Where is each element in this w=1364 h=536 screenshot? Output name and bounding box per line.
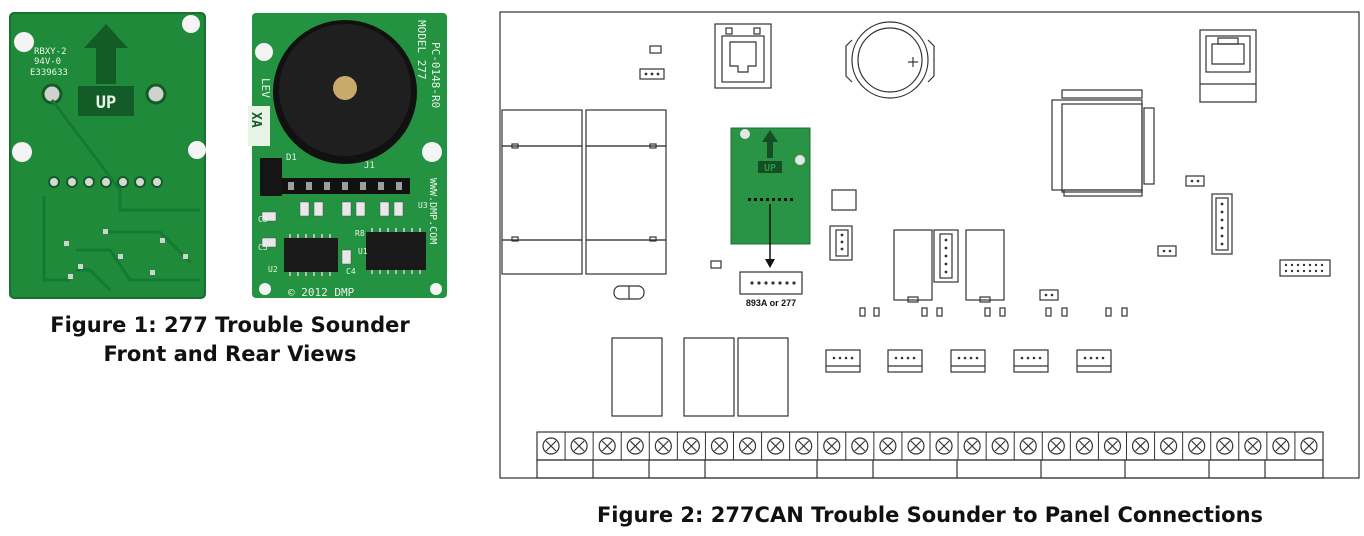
terminal-screw-icon [845, 432, 869, 460]
rear-up-label: UP [96, 93, 116, 113]
front-ref: C5 [258, 243, 268, 252]
terminal-screw-icon [1238, 432, 1262, 460]
sounder-module: UP [730, 127, 811, 245]
terminal-screw-icon [733, 432, 757, 460]
up-arrow-icon [762, 130, 778, 158]
header-label: 893A or 277 [746, 298, 796, 308]
rear-silkscreen-line: E339633 [30, 68, 68, 78]
processor-chip [1051, 89, 1155, 197]
terminal-screw-icon [873, 432, 897, 460]
terminal-screw-icon [1182, 432, 1206, 460]
terminal-screw-icon [985, 432, 1009, 460]
mounting-hole [255, 43, 273, 61]
right-header [1039, 175, 1331, 301]
front-ref: C4 [346, 267, 356, 276]
figure-2-caption: Figure 2: 277CAN Trouble Sounder to Pane… [596, 503, 1264, 527]
coin-battery-icon [845, 21, 935, 99]
terminal-screw-icon [564, 432, 588, 460]
terminal-screw-icon [648, 432, 672, 460]
mounting-hole [14, 32, 34, 52]
front-rev: XA [248, 112, 263, 128]
terminal-screw-icon [676, 432, 700, 460]
front-model: MODEL 277 [415, 20, 428, 80]
terminal-screw-icon [1041, 432, 1065, 460]
figure-1-caption-line2: Front and Rear Views [103, 342, 357, 366]
left-relay-blocks [501, 109, 667, 275]
mounting-hole [430, 283, 442, 295]
rear-silkscreen-line: RBXY-2 [34, 47, 67, 57]
front-d1: D1 [286, 153, 297, 163]
front-r8: R8 [355, 229, 365, 238]
sounder-photos: RBXY-2 94V-0 E339633 UP [9, 12, 447, 299]
vertical-header [829, 225, 853, 261]
pad-pairs [859, 307, 1128, 317]
phone-jack-icon [714, 23, 772, 89]
figure-1-caption: Figure 1: 277 Trouble Sounder Front and … [20, 311, 440, 369]
terminal-screw-icon [817, 432, 841, 460]
terminal-screw-icon [704, 432, 729, 460]
terminal-screw-icon [592, 432, 616, 460]
terminal-screw-icon [1154, 432, 1178, 460]
jumper-oval [613, 285, 645, 300]
ic-chip [284, 238, 338, 272]
four-pin-headers [825, 349, 1112, 373]
terminal-screw-icon [957, 432, 981, 460]
rear-view-board: RBXY-2 94V-0 E339633 UP [9, 12, 206, 299]
front-url: WWW.DMP.COM [427, 178, 438, 244]
terminal-screw-icon [1097, 432, 1122, 460]
front-ref: C3 [258, 215, 268, 224]
sounder-header [739, 271, 803, 295]
terminal-screw-icon [789, 432, 813, 460]
terminal-screw-icon [761, 432, 785, 460]
terminal-screw-icon [1266, 432, 1290, 460]
diode [260, 158, 282, 196]
terminal-screw-icon [1294, 432, 1318, 460]
front-ref: U1 [358, 247, 368, 256]
bottom-relays [611, 337, 789, 417]
network-jack-icon [1199, 29, 1257, 103]
ic-chip [366, 232, 426, 270]
front-copyright: © 2012 DMP [288, 286, 355, 299]
rear-pin-row [48, 176, 163, 188]
front-ref: U2 [268, 265, 278, 274]
front-ref: U3 [418, 201, 428, 210]
panel-outline [499, 11, 1360, 479]
terminal-screw-icon [1126, 432, 1150, 460]
relay-block [893, 229, 1005, 303]
rear-silkscreen-line: 94V-0 [34, 57, 61, 67]
terminal-screw-icon [1210, 432, 1234, 460]
front-j1: J1 [364, 161, 375, 171]
mounting-hole [182, 15, 200, 33]
up-arrow-icon [84, 24, 128, 84]
front-lev: LEV [259, 78, 272, 98]
mounting-hole [259, 283, 271, 295]
mounting-hole [422, 142, 442, 162]
terminal-screw-icon [901, 432, 925, 460]
terminal-strip [536, 431, 1324, 479]
front-view-board: MODEL 277 PC-0148-R0 LEV XA WWW.DMP.COM … [248, 13, 447, 299]
terminal-screw-icon [542, 437, 560, 455]
terminal-screw-icon [929, 432, 953, 460]
module-up-label: UP [764, 163, 776, 174]
terminal-screw-icon [1013, 432, 1037, 460]
connection-arrow [765, 204, 775, 268]
mounting-hole [12, 142, 32, 162]
mounting-hole [188, 141, 206, 159]
terminal-screw-icon [620, 432, 644, 460]
figure-1-caption-line1: Figure 1: 277 Trouble Sounder [50, 313, 410, 337]
buzzer-icon [273, 20, 417, 164]
terminal-screw-icon [1069, 432, 1093, 460]
front-part-number: PC-0148-R0 [429, 42, 442, 108]
